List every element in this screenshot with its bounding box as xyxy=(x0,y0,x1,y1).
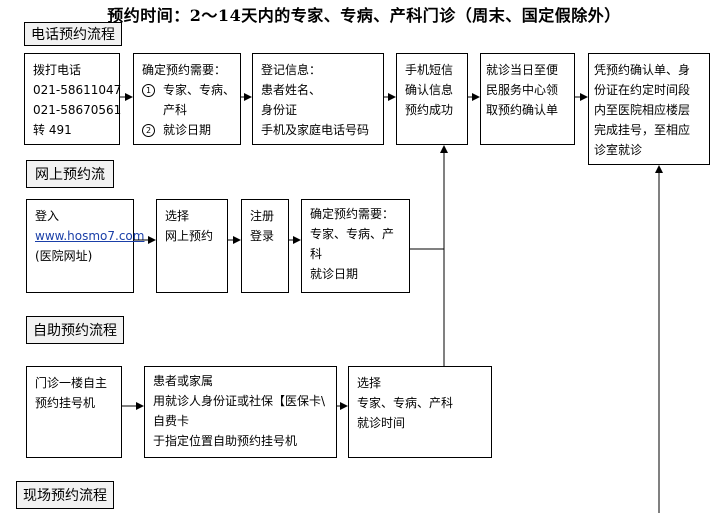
dial-phone-box: 拨打电话 021-58611047 021-58670561 转 491 xyxy=(24,53,122,145)
machine-line-2: 预约挂号机 xyxy=(35,396,96,410)
self-machine-box: 门诊一楼自主 预约挂号机 xyxy=(26,366,122,458)
register-title: 登记信息： xyxy=(261,63,322,77)
online-confirm-box: 确定预约需要： 专家、专病、产 科 就诊日期 xyxy=(301,199,410,293)
sms-line-2: 确认信息 xyxy=(405,83,454,97)
final-line-3: 内至医院相应楼层 xyxy=(594,103,691,117)
sms-line-1: 手机短信 xyxy=(405,63,454,77)
section-online-booking: 网上预约流 xyxy=(26,160,114,188)
self-choose-box: 选择 专家、专病、产科 就诊时间 xyxy=(348,366,492,458)
page-title: 预约时间：2～14天内的专家、专病、产科门诊（周末、国定假除外） xyxy=(107,6,621,25)
online-confirm-line-3: 就诊日期 xyxy=(310,267,359,281)
patient-line-4: 于指定位置自助预约挂号机 xyxy=(153,434,298,448)
signup-line-1: 注册 xyxy=(250,209,275,223)
section-phone-booking: 电话预约流程 xyxy=(24,22,122,46)
final-line-4: 完成挂号，至相应 xyxy=(594,123,691,137)
choose-line-2: 网上预约 xyxy=(165,229,214,243)
sms-line-3: 预约成功 xyxy=(405,103,454,117)
number-2-icon: 2 xyxy=(142,124,155,137)
pickup-line-1: 就诊当日至便 xyxy=(486,63,559,77)
extension: 转 491 xyxy=(33,123,72,137)
register-line-2: 身份证 xyxy=(261,103,298,117)
patient-id-box: 患者或家属 用就诊人身份证或社保【医保卡\ 自费卡 于指定位置自助预约挂号机 xyxy=(144,366,337,458)
register-line-3: 手机及家庭电话号码 xyxy=(261,123,370,137)
online-confirm-line-1: 专家、专病、产 xyxy=(310,227,395,241)
online-login-box: 登入 www.hosmo7.com (医院网址) xyxy=(26,199,145,293)
confirm-item-1-cont: 产科 xyxy=(163,103,188,117)
patient-line-2: 用就诊人身份证或社保【医保卡\ xyxy=(153,394,326,408)
final-line-1: 凭预约确认单、身 xyxy=(594,63,691,77)
online-confirm-title: 确定预约需要： xyxy=(310,207,395,221)
confirm-title: 确定预约需要： xyxy=(142,63,227,77)
final-line-5: 诊室就诊 xyxy=(594,143,643,157)
self-choose-line-1: 选择 xyxy=(357,376,382,390)
final-visit-box: 凭预约确认单、身 份证在约定时间段 内至医院相应楼层 完成挂号，至相应 诊室就诊 xyxy=(588,53,710,165)
final-line-2: 份证在约定时间段 xyxy=(594,83,691,97)
section-onsite-booking: 现场预约流程 xyxy=(16,481,114,509)
section-self-service-booking: 自助预约流程 xyxy=(26,316,124,344)
number-1-icon: 1 xyxy=(142,84,155,97)
patient-line-3: 自费卡 xyxy=(153,414,190,428)
pickup-line-2: 民服务中心领 xyxy=(486,83,559,97)
phone-number-2: 021-58670561 xyxy=(33,103,122,117)
self-choose-line-2: 专家、专病、产科 xyxy=(357,396,454,410)
hospital-url-note: (医院网址) xyxy=(35,249,93,263)
login-title: 登入 xyxy=(35,209,60,223)
choose-line-1: 选择 xyxy=(165,209,190,223)
pickup-confirmation-box: 就诊当日至便 民服务中心领 取预约确认单 xyxy=(480,53,575,145)
register-info-box: 登记信息： 患者姓名、 身份证 手机及家庭电话号码 xyxy=(252,53,384,145)
pickup-line-3: 取预约确认单 xyxy=(486,103,559,117)
online-confirm-line-2: 科 xyxy=(310,247,323,261)
choose-online-box: 选择 网上预约 xyxy=(156,199,228,293)
signup-login-box: 注册 登录 xyxy=(241,199,289,293)
sms-confirm-box: 手机短信 确认信息 预约成功 xyxy=(396,53,468,145)
signup-line-2: 登录 xyxy=(250,229,275,243)
machine-line-1: 门诊一楼自主 xyxy=(35,376,108,390)
hospital-url-link[interactable]: www.hosmo7.com xyxy=(35,229,145,243)
phone-number-1: 021-58611047 xyxy=(33,83,122,97)
dial-title: 拨打电话 xyxy=(33,63,82,77)
self-choose-line-3: 就诊时间 xyxy=(357,416,406,430)
patient-line-1: 患者或家属 xyxy=(153,374,214,388)
register-line-1: 患者姓名、 xyxy=(261,83,322,97)
